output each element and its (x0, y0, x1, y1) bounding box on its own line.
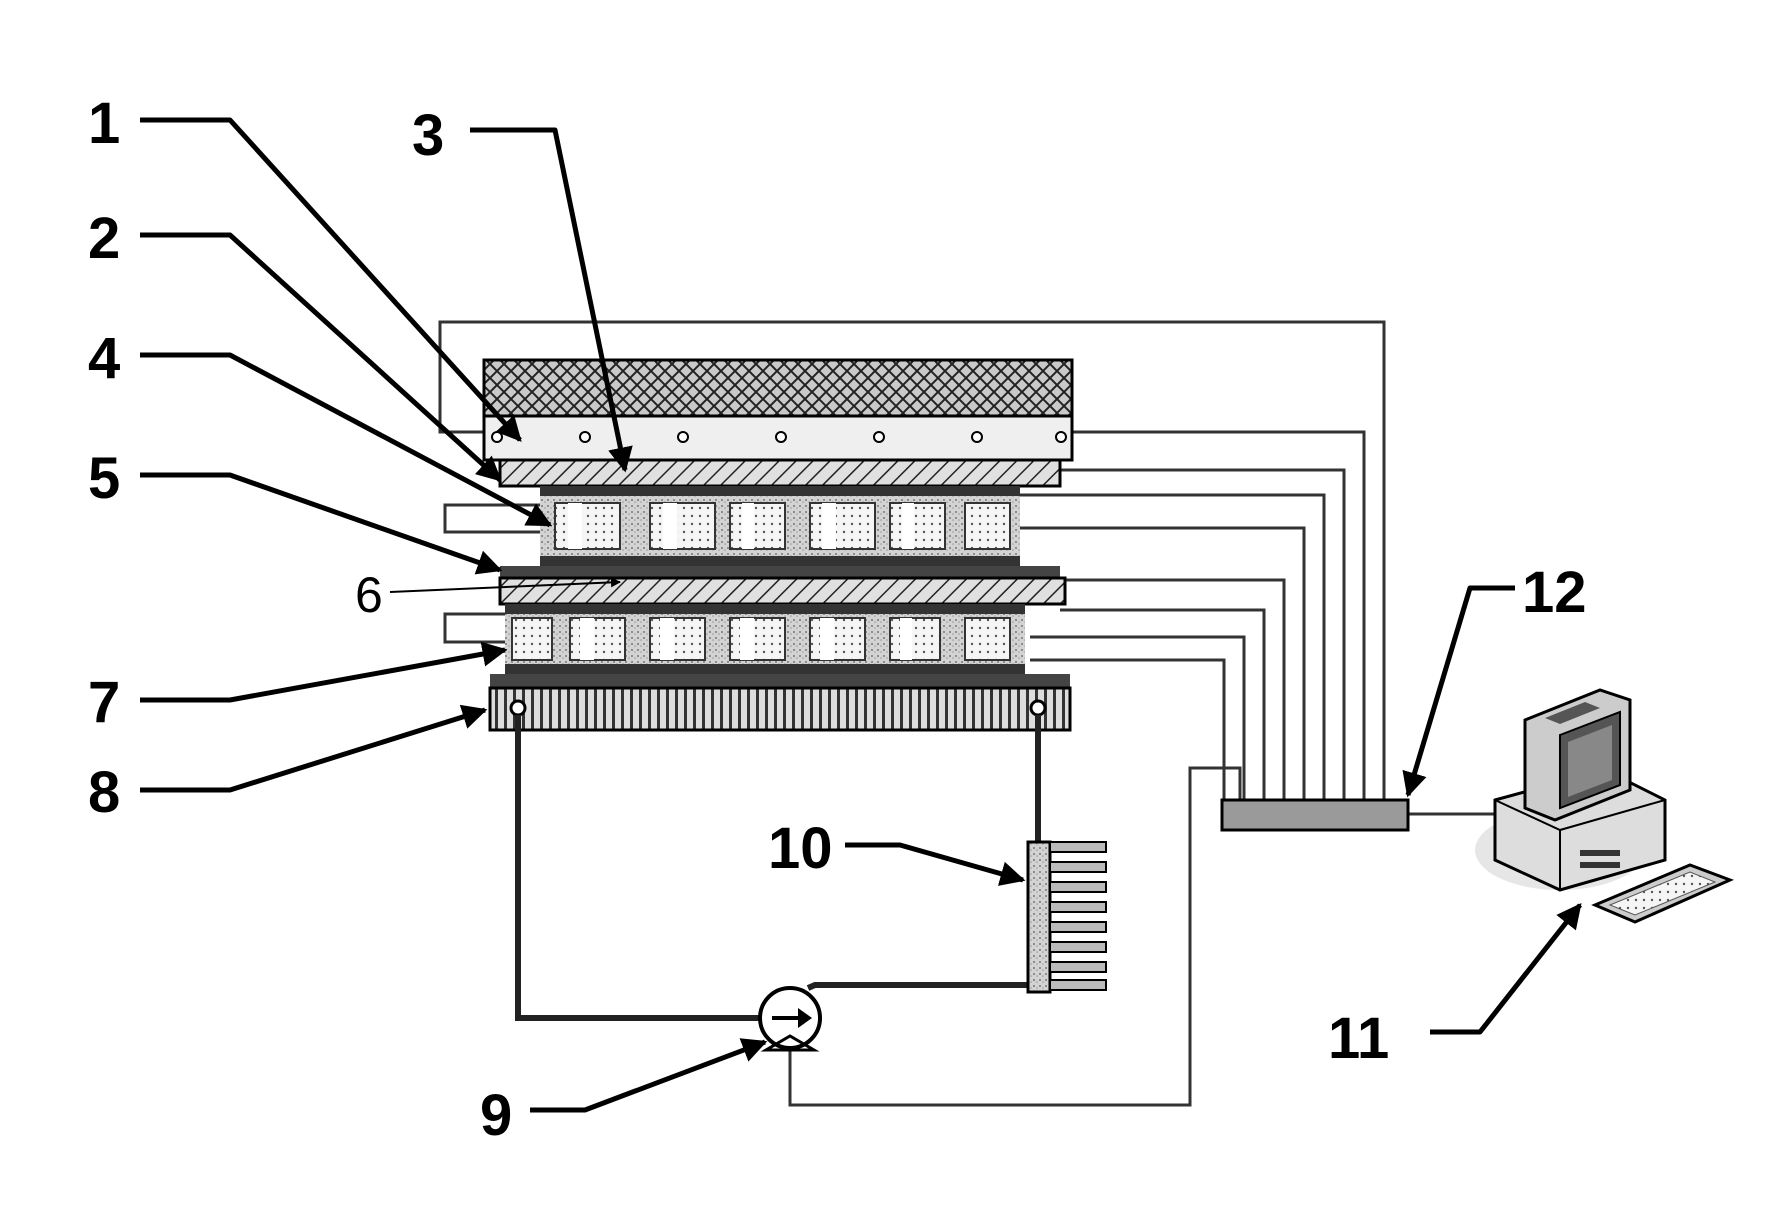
pump (758, 986, 822, 1052)
hot-side-plate (498, 458, 1062, 488)
signal-wires (438, 320, 1495, 1107)
middle-plate (498, 576, 1067, 606)
lower-module-bottom-strip (505, 664, 1025, 674)
coolant-outlet (1029, 699, 1047, 717)
part-labels: 1 2 3 4 5 6 7 8 9 10 11 12 (88, 91, 1587, 1148)
label-8: 8 (88, 760, 120, 825)
label-10: 10 (768, 816, 833, 881)
label-3: 3 (412, 103, 444, 168)
upper-module-top-strip (540, 486, 1020, 496)
heater-stack (482, 358, 1074, 732)
label-7: 7 (88, 670, 120, 735)
middle-strip (500, 566, 1060, 578)
data-acquisition-hub (1220, 798, 1410, 832)
coolant-inlet (509, 699, 527, 717)
computer (1475, 688, 1734, 924)
label-1: 1 (88, 91, 120, 156)
label-2: 2 (88, 206, 120, 271)
lower-thermoelectric-modules (505, 614, 1025, 664)
coolant-loop (515, 715, 1107, 1052)
upper-thermoelectric-modules (540, 496, 1020, 556)
label-6: 6 (355, 567, 383, 623)
heat-sink-base (490, 674, 1070, 688)
lower-module-top-strip (505, 604, 1025, 614)
label-5: 5 (88, 446, 120, 511)
label-9: 9 (480, 1083, 512, 1148)
insulation-block (482, 358, 1074, 418)
leader-lines (140, 117, 1582, 1113)
heat-sink-fins (488, 686, 1072, 732)
label-4: 4 (88, 326, 120, 391)
label-12: 12 (1522, 560, 1587, 625)
upper-module-bottom-strip (540, 556, 1020, 566)
label-11: 11 (1328, 1006, 1389, 1071)
radiator (1026, 840, 1107, 994)
